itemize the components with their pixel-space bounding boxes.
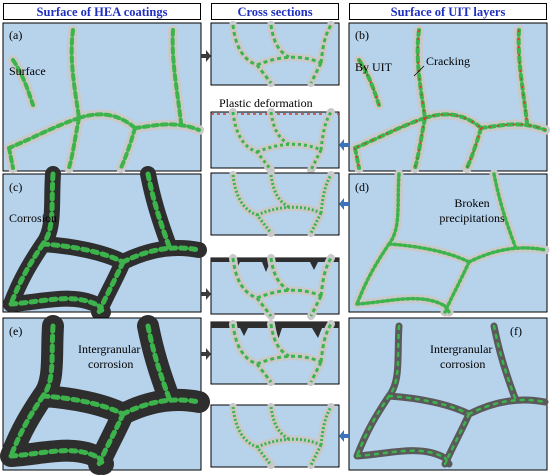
panel-c-label: Corrosion: [9, 211, 57, 225]
panel-a-label: Surface: [9, 64, 46, 78]
cross-section-2: [210, 112, 340, 170]
panel-c-tag: (c): [9, 180, 23, 194]
header-hea-surface: Surface of HEA coatings: [3, 3, 201, 20]
panel-f-label-1: Intergranular: [430, 342, 493, 356]
cross-section-3: [210, 173, 340, 235]
arrow-cross-to-d: [339, 198, 349, 210]
panel-f-tag: (f): [510, 324, 522, 338]
panel-e-label-1: Intergranular: [78, 342, 141, 356]
panel-d-label-1: Broken: [454, 196, 490, 210]
panel-c: [2, 174, 201, 312]
panel-b-label: By UIT: [355, 60, 392, 74]
arrow-cross-to-f: [339, 430, 349, 442]
panel-e: [3, 318, 201, 470]
panel-d-tag: (d): [355, 180, 369, 194]
panel-d: [348, 174, 547, 312]
cross-section-5: [210, 322, 340, 384]
panel-b-tag: (b): [355, 28, 369, 42]
panel-a-tag: (a): [9, 28, 23, 42]
arrow-c-to-cross: [201, 288, 211, 300]
panel-f-label-2: corrosion: [440, 357, 486, 371]
cross-section-6: [210, 405, 340, 467]
panel-b: [348, 22, 547, 171]
arrow-cross-to-b: [339, 139, 349, 151]
panel-d-label-2: precipitations: [439, 211, 505, 225]
panel-b-annotation: Cracking: [426, 54, 470, 68]
panel-e-tag: (e): [9, 324, 23, 338]
cross-section-4: [210, 258, 340, 316]
panel-e-label-2: corrosion: [88, 357, 134, 371]
arrow-a-to-cross: [201, 50, 211, 62]
cracking-pointer: [413, 65, 425, 77]
header-cross-sections: Cross sections: [211, 3, 339, 20]
arrow-e-to-cross: [201, 348, 211, 360]
header-uit-surface: Surface of UIT layers: [349, 3, 547, 20]
panel-a: [2, 22, 201, 171]
plastic-deformation-caption: Plastic deformation: [219, 96, 313, 110]
panel-f: [348, 317, 547, 471]
cross-section-1: [210, 23, 340, 85]
